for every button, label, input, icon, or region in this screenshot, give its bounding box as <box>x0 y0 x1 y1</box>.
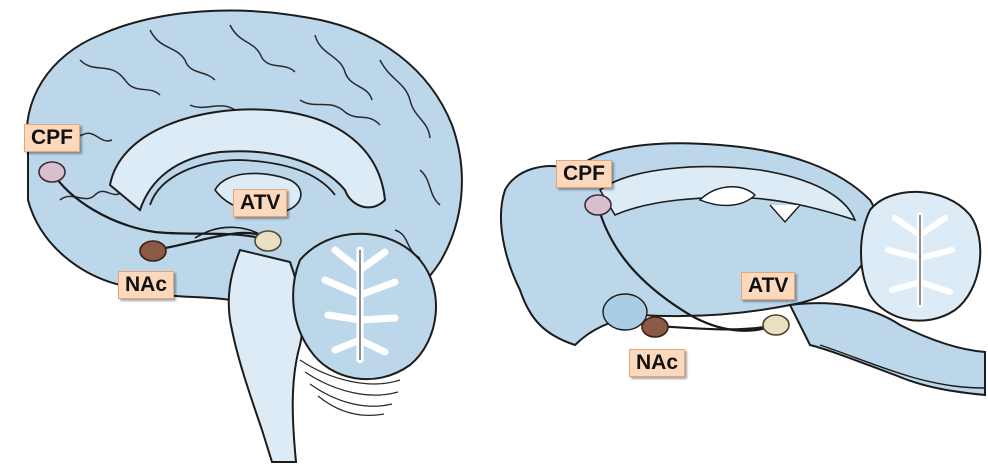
human-atv-neuron <box>255 231 281 251</box>
human-nac-label: NAc <box>118 271 174 299</box>
rodent-cpf-label: CPF <box>556 160 612 188</box>
rodent-cpf-neuron <box>585 195 611 215</box>
human-atv-label: ATV <box>233 189 287 217</box>
human-cpf-label: CPF <box>24 124 80 152</box>
human-cpf-neuron <box>39 162 65 182</box>
human-brainstem <box>229 250 303 462</box>
rodent-striatum-region <box>603 294 647 330</box>
rodent-brainstem <box>790 303 985 395</box>
rodent-atv-neuron <box>763 315 789 335</box>
rodent-nac-neuron <box>642 317 668 337</box>
human-brain <box>27 11 462 462</box>
human-nac-neuron <box>140 241 166 261</box>
rodent-nac-label: NAc <box>629 349 685 377</box>
human-cerebellum <box>293 234 436 379</box>
rodent-atv-label: ATV <box>741 272 795 300</box>
